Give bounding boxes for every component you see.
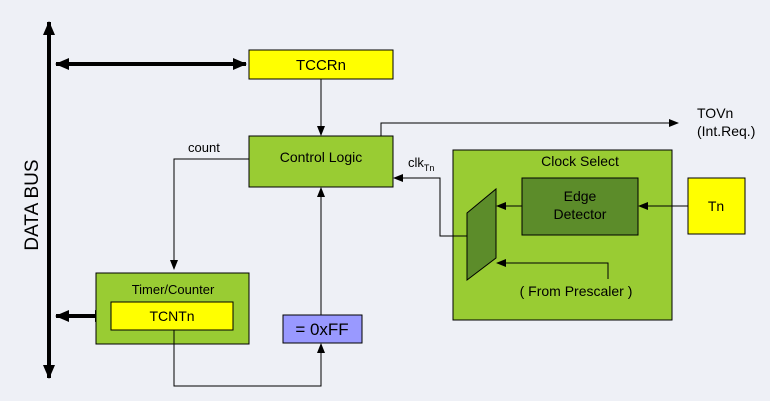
- tccrn-register: [248, 49, 394, 80]
- prescaler-to-mux-line: [496, 259, 609, 279]
- tcntn-register: [110, 301, 234, 331]
- count-line: [170, 158, 249, 270]
- clk-tn-line: [393, 174, 467, 237]
- tovn-label: TOVn: [697, 105, 733, 121]
- clock-mux: [466, 187, 497, 282]
- control-logic-label: Control Logic: [280, 149, 363, 165]
- edge-detector-line1: Edge: [564, 188, 597, 204]
- clk-main-text: clk: [408, 155, 424, 170]
- tovn-output-line: [380, 119, 679, 136]
- compare-block: [282, 314, 363, 344]
- clk-tn-label: clkTn: [408, 155, 434, 173]
- clk-sub-text: Tn: [424, 163, 435, 173]
- tccrn-label: TCCRn: [296, 57, 346, 74]
- int-req-label: (Int.Req.): [697, 123, 755, 139]
- tn-pin: [687, 177, 746, 235]
- edge-detector-line2: Detector: [554, 206, 607, 222]
- count-label: count: [188, 140, 220, 155]
- edge-detector-block: [521, 177, 639, 236]
- timer-counter-label: Timer/Counter: [132, 282, 215, 297]
- data-bus-label: DATA BUS: [22, 159, 43, 250]
- clock-select-label: Clock Select: [541, 153, 619, 169]
- tcntn-to-compare-line: [173, 330, 325, 387]
- compare-label: = 0xFF: [295, 320, 348, 339]
- tcntn-label: TCNTn: [149, 308, 194, 324]
- tn-label: Tn: [708, 198, 724, 214]
- from-prescaler-label: ( From Prescaler ): [520, 283, 633, 299]
